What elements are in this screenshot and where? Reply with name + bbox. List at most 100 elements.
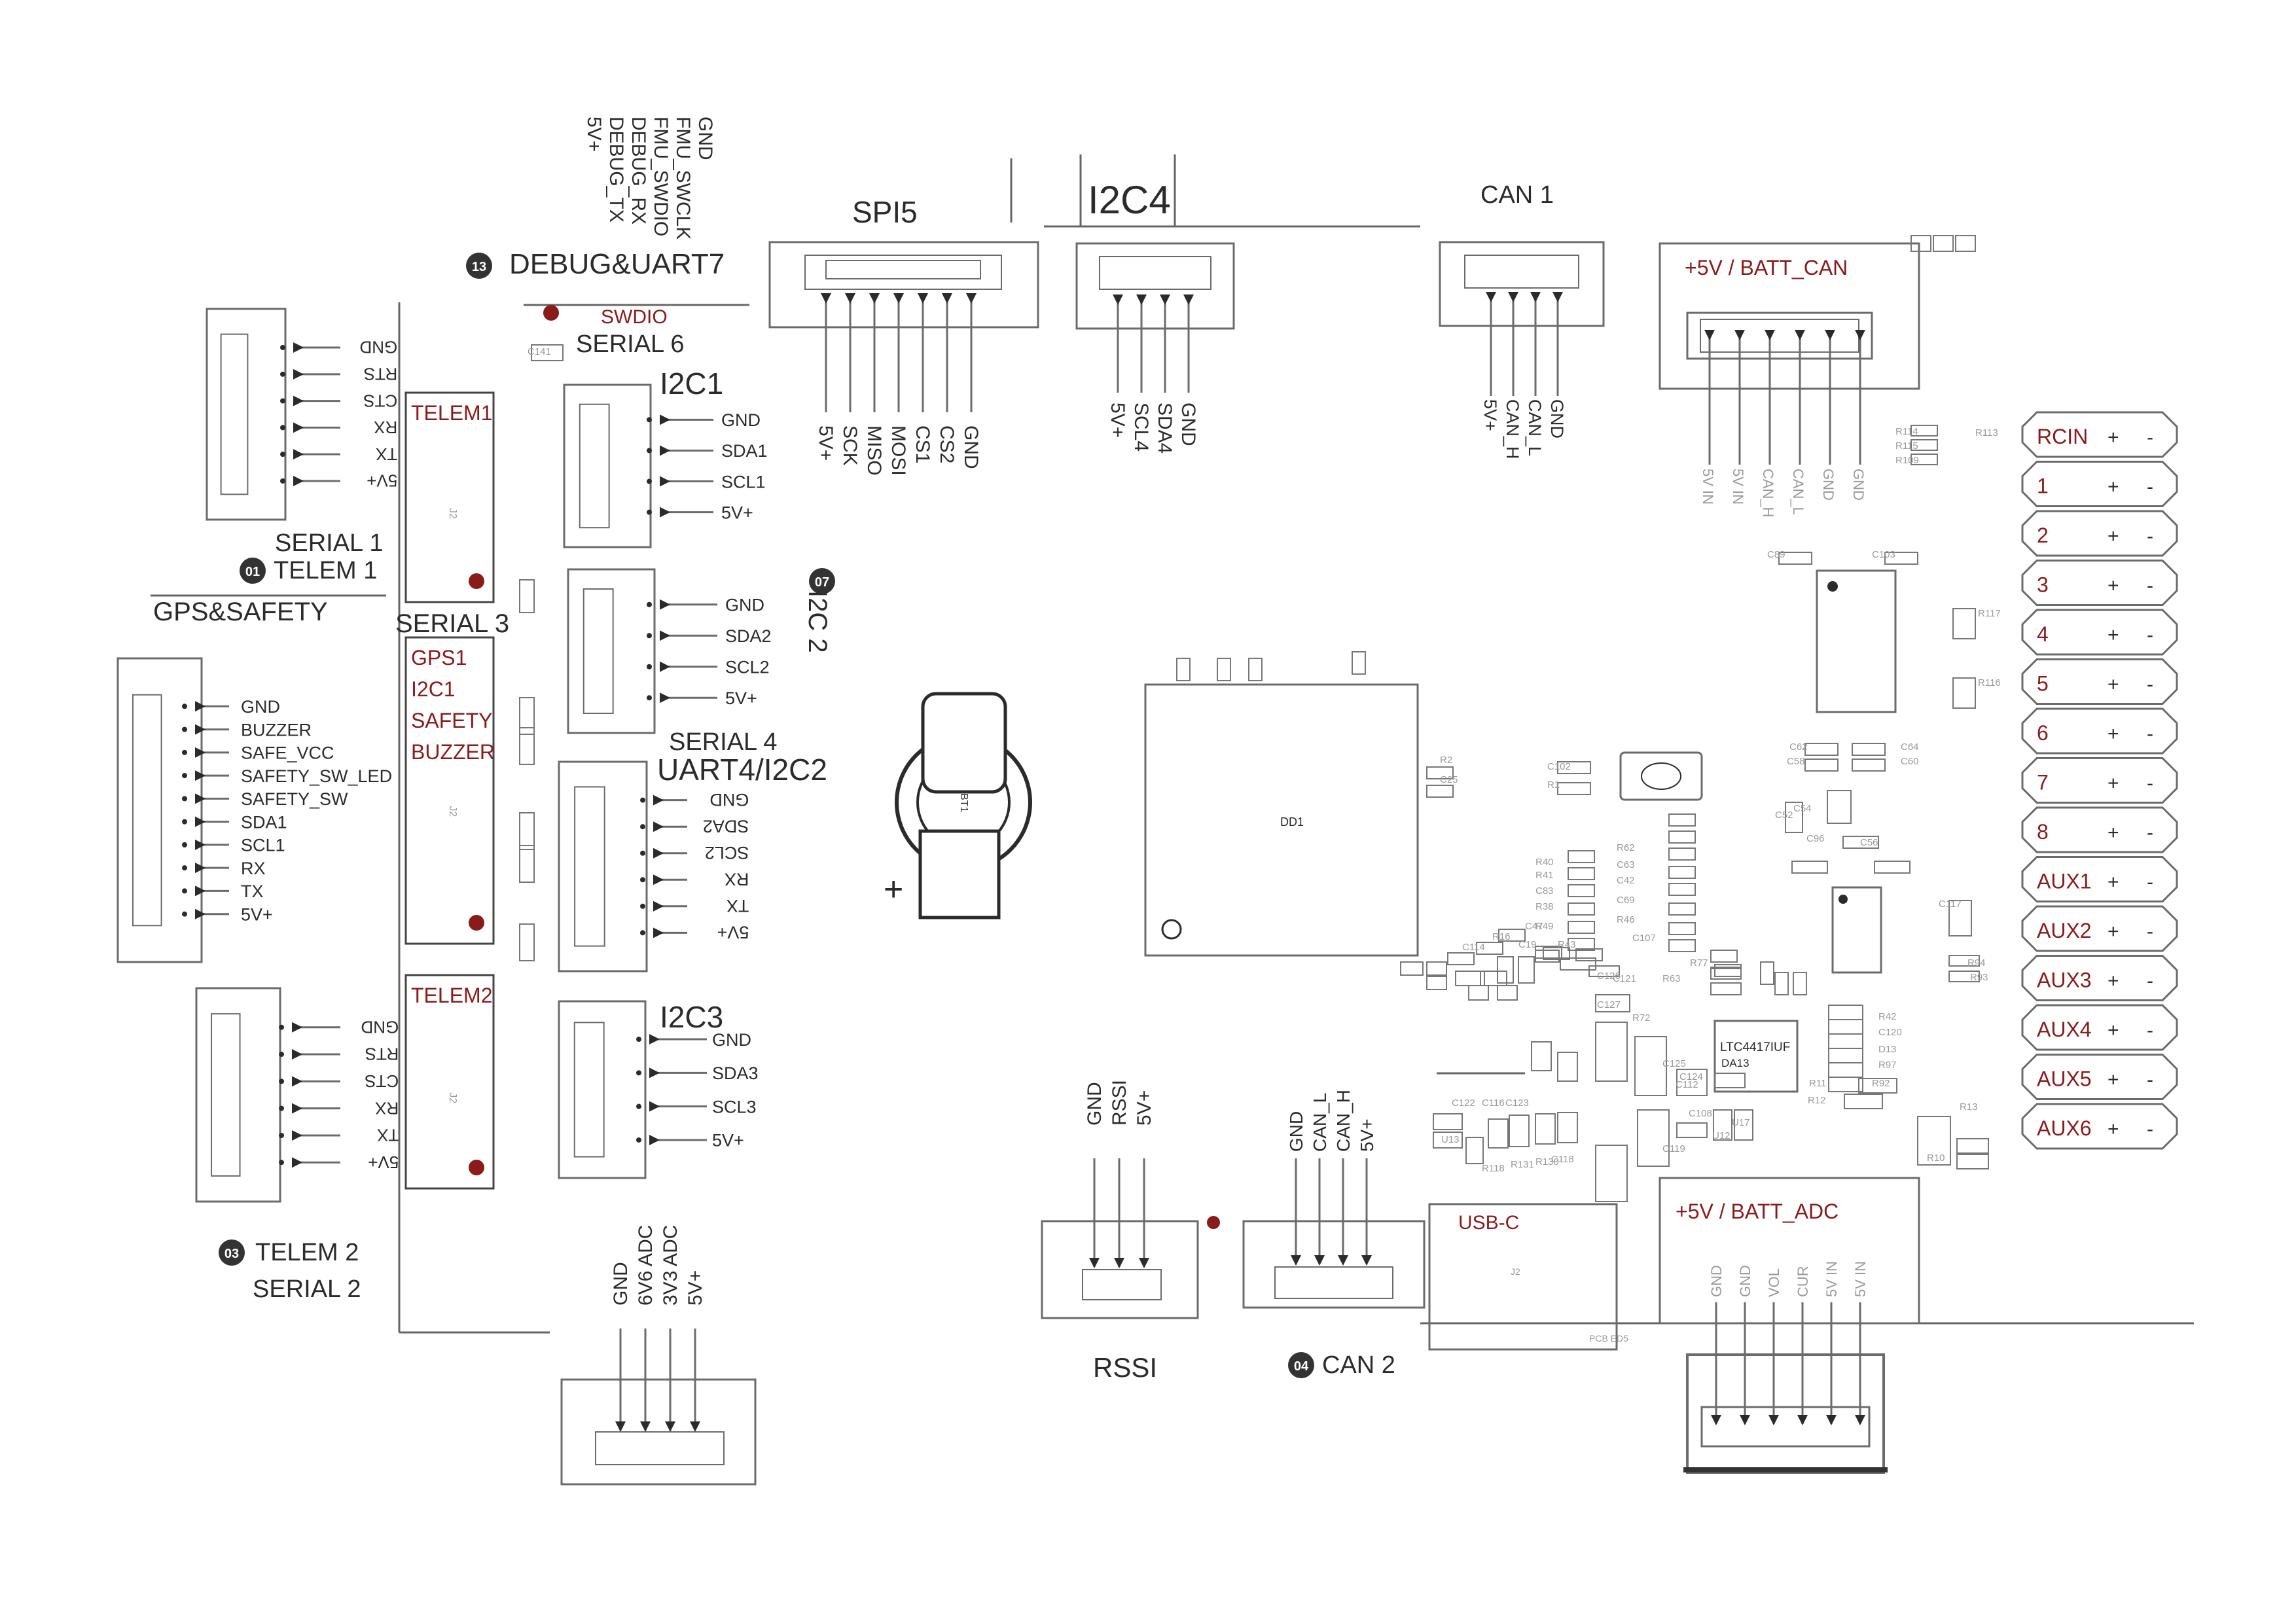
ref-designator: R94 bbox=[1967, 957, 1986, 969]
smd-component bbox=[1884, 552, 1918, 565]
pushbutton-body bbox=[1619, 751, 1703, 801]
telem1-box-pin1-dot bbox=[469, 573, 484, 589]
batt-can-pin-label: CAN_H bbox=[1760, 469, 1776, 518]
pwm-pin-housing bbox=[2021, 1103, 2178, 1150]
pwm-pin-housing bbox=[2021, 955, 2178, 1001]
smd-component bbox=[1785, 802, 1803, 833]
smd-component bbox=[1668, 866, 1696, 879]
section-number-badge: 03 bbox=[219, 1240, 245, 1266]
pin-marker bbox=[649, 1067, 660, 1079]
uart4-pin-dot bbox=[640, 797, 645, 803]
i2c4-housing bbox=[1075, 242, 1235, 330]
battery-clip-bottom bbox=[918, 829, 1001, 919]
pin-marker bbox=[1797, 1415, 1808, 1425]
section-title: +5V / BATT_ADC bbox=[1676, 1200, 1839, 1223]
ref-designator: C83 bbox=[1535, 885, 1554, 897]
section-title: UART4/I2C2 bbox=[657, 753, 827, 787]
smd-component bbox=[1714, 964, 1742, 977]
spi5-housing-inner bbox=[804, 255, 1002, 290]
uart4-pin-dot bbox=[640, 930, 645, 936]
batt-can-pin-label: 5V IN bbox=[1730, 469, 1746, 505]
smd-component bbox=[1568, 850, 1595, 863]
pin-marker bbox=[293, 395, 304, 406]
badge-circle bbox=[1288, 1352, 1314, 1378]
ref-designator: C103 bbox=[1872, 549, 1895, 560]
smd-component bbox=[1668, 847, 1696, 861]
pin-marker bbox=[195, 701, 206, 712]
spi5-pin-label: 5V+ bbox=[815, 425, 836, 461]
ref-designator: C120 bbox=[1878, 1027, 1902, 1038]
badge-circle bbox=[809, 568, 835, 594]
spi5-pin-label: CS1 bbox=[912, 425, 933, 463]
gps-housing bbox=[117, 657, 203, 963]
pwm-row-aux4: AUX4+- bbox=[2021, 1004, 2178, 1051]
smd-component bbox=[1668, 830, 1696, 844]
pin-marker bbox=[1139, 1258, 1149, 1268]
battery-ref: BT1 bbox=[958, 793, 969, 812]
gps-pin-label: SAFETY_SW_LED bbox=[241, 766, 392, 786]
pin-marker bbox=[1314, 1255, 1325, 1266]
smd-component bbox=[1447, 952, 1475, 965]
ref-designator: C121 bbox=[1613, 973, 1636, 984]
telem2-pin-dot bbox=[279, 1024, 284, 1030]
telem1-pin-dot bbox=[280, 478, 285, 484]
ref-designator: C102 bbox=[1547, 761, 1571, 772]
telem1-housing bbox=[206, 308, 287, 521]
pin-marker bbox=[1530, 292, 1541, 302]
can2-pin-label: 5V+ bbox=[1357, 1118, 1377, 1152]
ref-designator: C69 bbox=[1617, 895, 1635, 906]
pin-marker bbox=[292, 1076, 302, 1087]
pin-marker bbox=[653, 794, 664, 806]
i2c4-housing-inner bbox=[1099, 256, 1211, 290]
smd-component bbox=[1465, 1137, 1484, 1164]
i2c1-pin-label: 5V+ bbox=[721, 503, 753, 522]
pwm-row-5: 5+- bbox=[2021, 658, 2178, 705]
can2-pin-label: GND bbox=[1286, 1111, 1306, 1152]
section-title: SERIAL 2 bbox=[253, 1275, 361, 1303]
pwm-row-label: AUX3 bbox=[2037, 969, 2092, 992]
pwm-plus-label: + bbox=[2108, 773, 2119, 794]
pin-marker bbox=[966, 293, 977, 304]
i2c3-pin-label: 5V+ bbox=[712, 1131, 744, 1150]
mcu-chip: DD1 bbox=[1144, 683, 1419, 957]
ref-designator: R16 bbox=[1492, 931, 1511, 942]
pin-marker bbox=[1486, 292, 1496, 302]
ref-designator: R117 bbox=[1978, 608, 2001, 619]
telem1-housing-inner bbox=[220, 333, 249, 495]
smd-component bbox=[1933, 235, 1954, 252]
gps-pin-dot bbox=[182, 749, 187, 755]
smd-component bbox=[1426, 785, 1454, 798]
can2-pin-label: CAN_L bbox=[1310, 1093, 1330, 1152]
batt-can-pin-label: 5V IN bbox=[1700, 469, 1716, 505]
telem2-box-ref-text: J2 bbox=[447, 1092, 458, 1103]
debug-pin-label: DEBUG_TX bbox=[605, 116, 627, 223]
gps-pin-label: SDA1 bbox=[241, 812, 287, 832]
badge-circle bbox=[466, 253, 492, 279]
section-title: I2C4 bbox=[1088, 178, 1171, 222]
i2c1-housing bbox=[563, 383, 652, 548]
pin-marker bbox=[893, 293, 904, 304]
gps-pin-dot bbox=[182, 888, 187, 894]
pin-marker bbox=[195, 908, 206, 919]
right-ic-body bbox=[1816, 569, 1897, 713]
gps1-box-label: BUZZER bbox=[411, 740, 495, 764]
debug-pin-label: DEBUG_RX bbox=[628, 116, 649, 224]
smd-component bbox=[1637, 1109, 1670, 1167]
pwm-plus-label: + bbox=[2108, 674, 2119, 696]
pwm-pin-housing bbox=[2021, 658, 2178, 705]
pin-marker bbox=[1826, 1415, 1837, 1425]
ref-designator: C89 bbox=[1767, 549, 1785, 560]
pin-marker bbox=[195, 885, 206, 897]
ref-designator: C108 bbox=[1689, 1108, 1712, 1119]
pin-marker bbox=[195, 770, 206, 781]
pwm-pin-housing bbox=[2021, 1004, 2178, 1051]
telem2-pin-dot bbox=[279, 1052, 284, 1058]
pin-marker bbox=[649, 1134, 660, 1145]
pwm-plus-label: + bbox=[2108, 1020, 2119, 1041]
adc-housing-inner bbox=[595, 1431, 725, 1465]
gps-connector: GNDBUZZERSAFE_VCCSAFETY_SW_LEDSAFETY_SWS… bbox=[117, 657, 392, 963]
i2c2-pin-dot bbox=[647, 601, 652, 607]
